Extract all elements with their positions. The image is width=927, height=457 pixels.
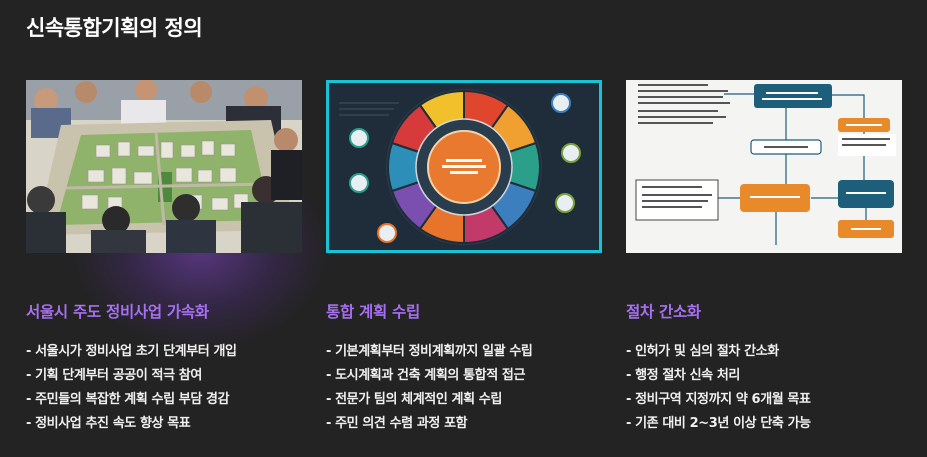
list-item: 서울시가 정비사업 초기 단계부터 개입 — [26, 340, 304, 364]
list-item: 행정 절차 신속 처리 — [626, 364, 904, 388]
bullet-list: 인허가 및 심의 절차 간소화 행정 절차 신속 처리 정비구역 지정까지 약 … — [626, 340, 904, 436]
list-item: 기존 대비 2~3년 이상 단축 가능 — [626, 412, 904, 436]
card-simplified-procedure: 절차 간소화 인허가 및 심의 절차 간소화 행정 절차 신속 처리 정비구역 … — [626, 80, 904, 436]
planning-meeting-photo — [26, 80, 302, 253]
list-item: 기획 단계부터 공공이 적극 참여 — [26, 364, 304, 388]
bullet-list: 기본계획부터 정비계획까지 일괄 수립 도시계획과 건축 계획의 통합적 접근 … — [326, 340, 604, 436]
card-title: 서울시 주도 정비사업 가속화 — [26, 303, 209, 321]
list-item: 정비사업 추진 속도 향상 목표 — [26, 412, 304, 436]
list-item: 주민들의 복잡한 계획 수립 부담 경감 — [26, 388, 304, 412]
page-title: 신속통합기획의 정의 — [26, 16, 203, 40]
card-title: 절차 간소화 — [626, 303, 701, 321]
card-seoul-led: 서울시 주도 정비사업 가속화 서울시가 정비사업 초기 단계부터 개입 기획 … — [26, 80, 304, 436]
list-item: 기본계획부터 정비계획까지 일괄 수립 — [326, 340, 604, 364]
flowchart-diagram — [626, 80, 902, 253]
process-wheel-infographic — [326, 80, 602, 253]
card-integrated-plan: 통합 계획 수립 기본계획부터 정비계획까지 일괄 수립 도시계획과 건축 계획… — [326, 80, 604, 436]
card-title: 통합 계획 수립 — [326, 303, 420, 321]
list-item: 전문가 팀의 체계적인 계획 수립 — [326, 388, 604, 412]
list-item: 도시계획과 건축 계획의 통합적 접근 — [326, 364, 604, 388]
list-item: 인허가 및 심의 절차 간소화 — [626, 340, 904, 364]
bullet-list: 서울시가 정비사업 초기 단계부터 개입 기획 단계부터 공공이 적극 참여 주… — [26, 340, 304, 436]
list-item: 주민 의견 수렴 과정 포함 — [326, 412, 604, 436]
list-item: 정비구역 지정까지 약 6개월 목표 — [626, 388, 904, 412]
